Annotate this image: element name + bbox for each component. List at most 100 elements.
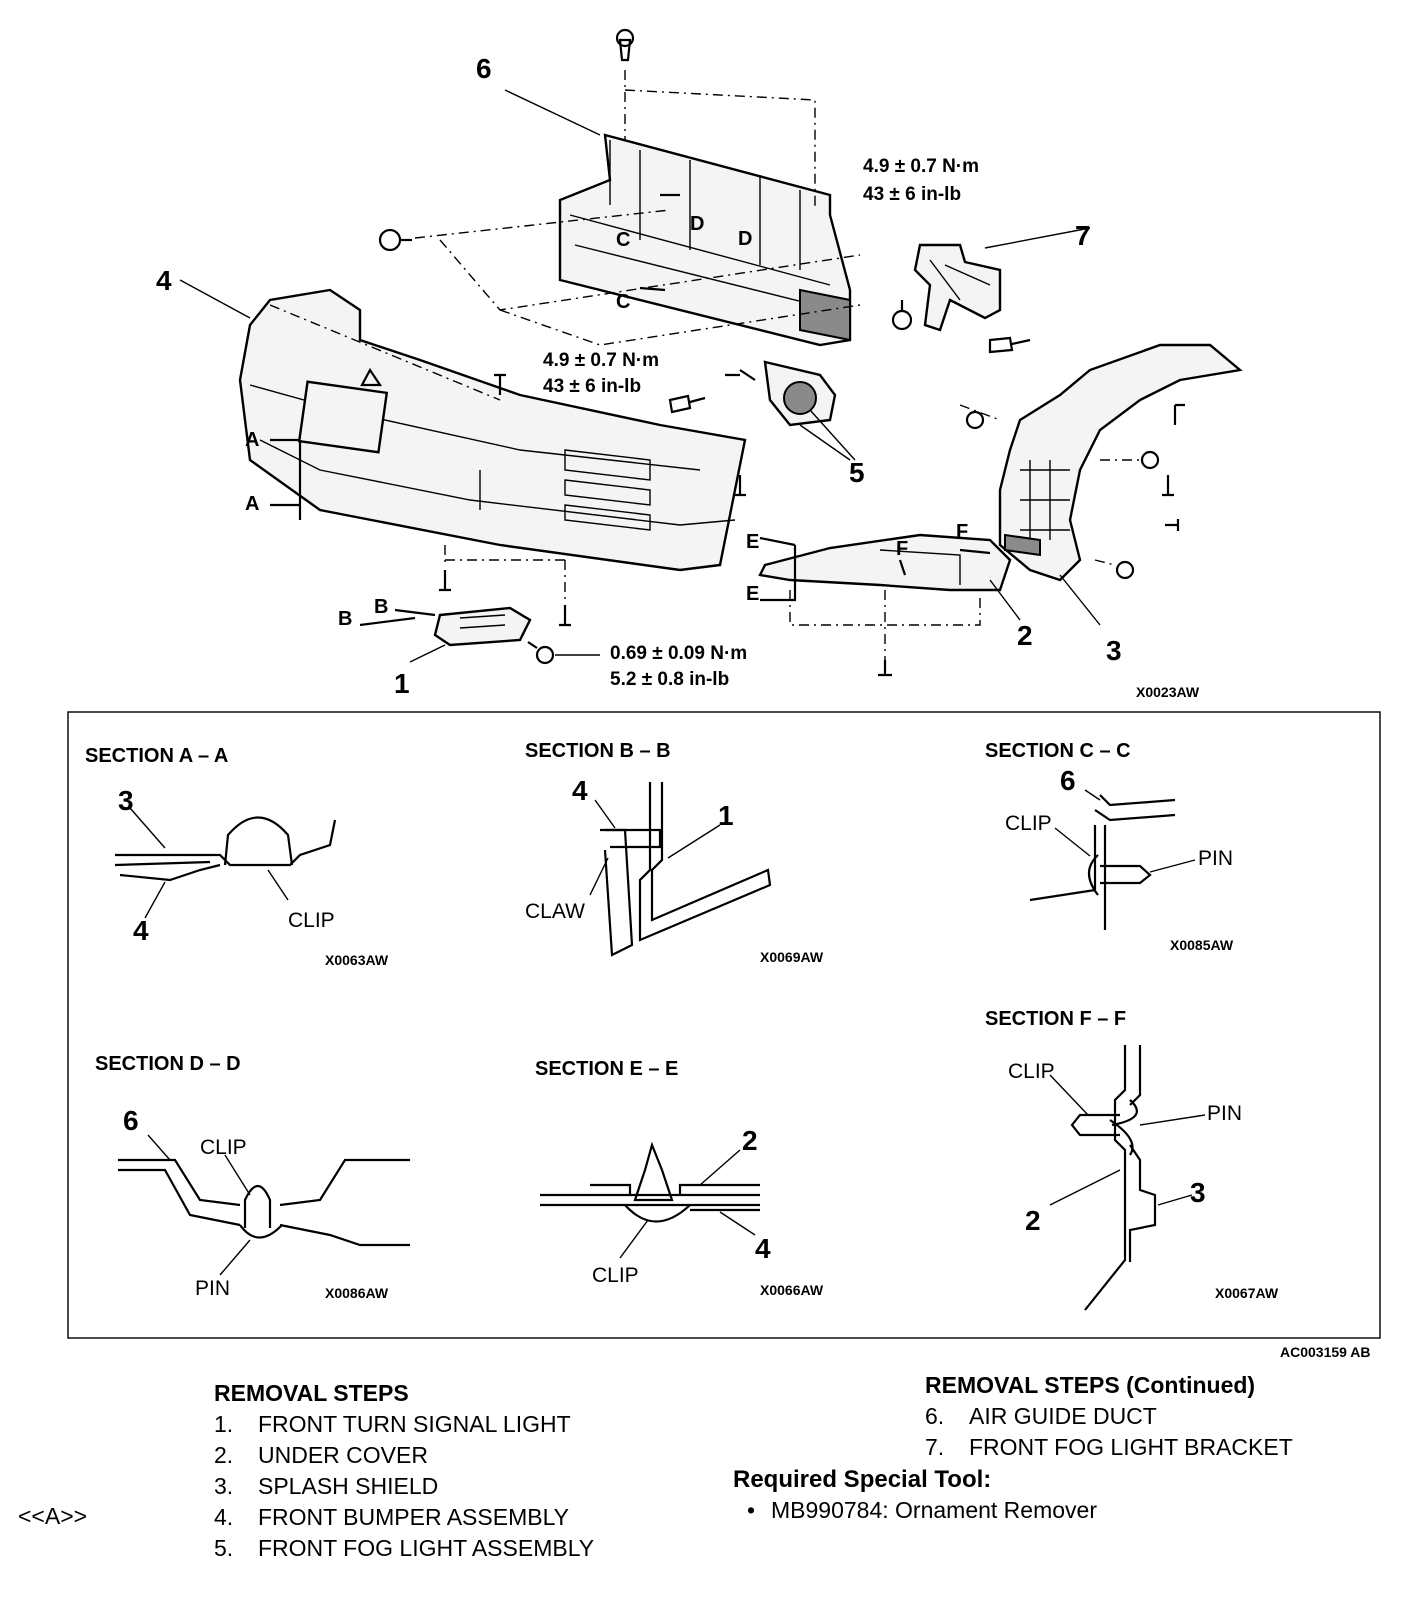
section-d-label-6: 6 xyxy=(123,1105,139,1136)
special-tool-title: Required Special Tool: xyxy=(733,1466,992,1493)
marker-f-left: F xyxy=(896,538,908,560)
section-a-code: X0063AW xyxy=(325,952,389,968)
section-a-a: SECTION A – A 3 4 CLIP X0063AW xyxy=(85,745,389,968)
splash-shield xyxy=(998,343,1243,582)
callout-1: 1 xyxy=(394,668,410,699)
callout-2: 2 xyxy=(1017,620,1033,651)
section-b-title: SECTION B – B xyxy=(525,740,671,762)
list-item: 7.FRONT FOG LIGHT BRACKET xyxy=(925,1434,1293,1460)
section-c-c: SECTION C – C 6 CLIP PIN X0085AW xyxy=(985,740,1234,953)
marker-b-right: B xyxy=(374,596,388,618)
removal-steps: REMOVAL STEPS 1.FRONT TURN SIGNAL LIGHT … xyxy=(214,1378,594,1564)
section-e-title: SECTION E – E xyxy=(535,1058,678,1080)
section-e-label-2: 2 xyxy=(742,1125,758,1156)
section-b-b: SECTION B – B 4 1 CLAW X0069AW xyxy=(525,740,824,965)
callout-7: 7 xyxy=(1075,220,1091,251)
list-item: 4.FRONT BUMPER ASSEMBLY xyxy=(214,1504,569,1530)
fog-light-bracket xyxy=(913,243,1002,332)
section-f-label-3: 3 xyxy=(1190,1177,1206,1208)
section-c-code: X0085AW xyxy=(1170,937,1234,953)
duct-top-clip xyxy=(615,28,635,62)
section-b-label-1: 1 xyxy=(718,800,734,831)
section-detail-frame xyxy=(67,711,1381,1339)
torque-duct-metric: 4.9 ± 0.7 N·m xyxy=(863,156,979,177)
page-code: AC003159 AB xyxy=(1280,1344,1371,1360)
section-c-title: SECTION C – C xyxy=(985,740,1131,762)
section-a-title: SECTION A – A xyxy=(85,745,228,767)
marker-f-right: F xyxy=(956,521,968,543)
section-b-label-claw: CLAW xyxy=(525,900,585,923)
section-f-label-pin: PIN xyxy=(1207,1102,1242,1125)
removal-steps-title: REMOVAL STEPS xyxy=(214,1380,409,1406)
section-d-title: SECTION D – D xyxy=(95,1053,241,1075)
callout-4: 4 xyxy=(156,265,172,296)
list-item: 5.FRONT FOG LIGHT ASSEMBLY xyxy=(214,1535,595,1561)
section-f-label-2: 2 xyxy=(1025,1205,1041,1236)
section-c-label-clip: CLIP xyxy=(1005,812,1052,835)
turn-signal-screw xyxy=(527,641,555,665)
section-e-e: SECTION E – E 2 4 CLIP X0066AW xyxy=(535,1058,824,1298)
marker-e-top: E xyxy=(746,531,759,553)
torque-fog-metric: 4.9 ± 0.7 N·m xyxy=(543,350,659,371)
section-b-code: X0069AW xyxy=(760,949,824,965)
section-f-code: X0067AW xyxy=(1215,1285,1279,1301)
air-guide-duct xyxy=(558,133,852,347)
bumper-bolts xyxy=(439,373,746,627)
marker-c-bottom: C xyxy=(616,291,630,313)
section-c-label-6: 6 xyxy=(1060,765,1076,796)
section-b-label-4: 4 xyxy=(572,775,588,806)
callout-5: 5 xyxy=(849,457,865,488)
list-item: 1.FRONT TURN SIGNAL LIGHT xyxy=(214,1411,571,1437)
section-f-label-clip: CLIP xyxy=(1008,1060,1055,1083)
callout-6: 6 xyxy=(476,53,492,84)
list-item: •MB990784: Ornament Remover xyxy=(747,1497,1097,1523)
section-d-code: X0086AW xyxy=(325,1285,389,1301)
turn-signal-light xyxy=(433,606,532,647)
duct-screw-left xyxy=(378,228,412,252)
fog-light-assembly xyxy=(725,360,837,427)
marker-d-right: D xyxy=(738,228,752,250)
torque-signal-metric: 0.69 ± 0.09 N·m xyxy=(610,643,747,664)
marker-e-bottom: E xyxy=(746,583,759,605)
section-a-label-3: 3 xyxy=(118,785,134,816)
front-bumper xyxy=(238,288,747,572)
bracket-bolt xyxy=(891,300,913,331)
section-e-code: X0066AW xyxy=(760,1282,824,1298)
marker-d-left: D xyxy=(690,213,704,235)
section-arrows xyxy=(270,193,991,627)
section-e-label-4: 4 xyxy=(755,1233,771,1264)
list-item: 6.AIR GUIDE DUCT xyxy=(925,1403,1157,1429)
removal-steps-continued: REMOVAL STEPS (Continued) 6.AIR GUIDE DU… xyxy=(925,1370,1293,1463)
removal-steps-continued-title: REMOVAL STEPS (Continued) xyxy=(925,1372,1256,1398)
callout-3: 3 xyxy=(1106,635,1122,666)
marker-a-top: A xyxy=(245,429,259,451)
section-f-title: SECTION F – F xyxy=(985,1008,1126,1030)
section-d-d: SECTION D – D 6 CLIP PIN X0086AW xyxy=(95,1053,410,1301)
leader-lines xyxy=(179,89,1101,663)
section-a-label-4: 4 xyxy=(133,915,149,946)
marker-b-left: B xyxy=(338,608,352,630)
ref-marker: <<A>> xyxy=(18,1503,88,1529)
splash-shield-fasteners xyxy=(959,403,1185,580)
torque-fog-imperial: 43 ± 6 in-lb xyxy=(543,376,641,397)
section-c-label-pin: PIN xyxy=(1198,847,1233,870)
marker-a-bottom: A xyxy=(245,493,259,515)
under-cover xyxy=(758,533,1012,660)
section-a-label-clip: CLIP xyxy=(288,909,335,932)
torque-signal-imperial: 5.2 ± 0.8 in-lb xyxy=(610,669,729,690)
torque-duct-imperial: 43 ± 6 in-lb xyxy=(863,184,961,205)
list-item: 3.SPLASH SHIELD xyxy=(214,1473,439,1499)
bumper-clip xyxy=(668,394,706,414)
removal-reference-marker: <<A>> xyxy=(18,1501,87,1532)
section-d-label-pin: PIN xyxy=(195,1277,230,1300)
section-e-label-clip: CLIP xyxy=(592,1264,639,1287)
special-tool: Required Special Tool: •MB990784: Orname… xyxy=(733,1464,1097,1526)
bracket-clip xyxy=(988,336,1031,354)
list-item: 2.UNDER COVER xyxy=(214,1442,428,1468)
section-d-label-clip: CLIP xyxy=(200,1136,247,1159)
main-figure-code: X0023AW xyxy=(1136,684,1200,700)
license-plate-bracket xyxy=(297,380,389,454)
under-cover-bolt xyxy=(878,660,892,677)
marker-c-top: C xyxy=(616,229,630,251)
